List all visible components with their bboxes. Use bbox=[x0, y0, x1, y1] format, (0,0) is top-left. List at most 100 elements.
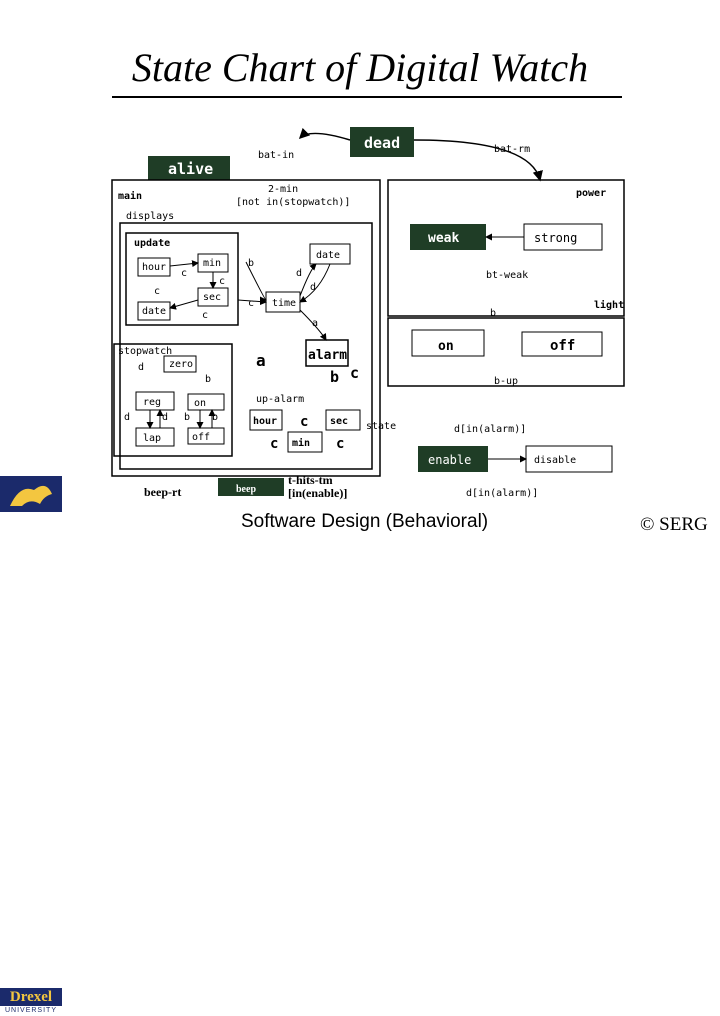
state-stopwatch bbox=[113, 343, 233, 457]
logo-subtitle: UNIVERSITY bbox=[0, 1006, 62, 1016]
transition-d1 bbox=[299, 263, 317, 297]
label-b-up: b-up bbox=[494, 376, 518, 387]
state-main-label: main bbox=[118, 190, 142, 202]
state-date bbox=[137, 301, 171, 321]
title-underline bbox=[112, 96, 622, 98]
label-c4: c bbox=[202, 310, 208, 321]
state-reg bbox=[135, 391, 175, 411]
label-b-light: b bbox=[490, 308, 496, 319]
state-enable-label: enable bbox=[428, 453, 471, 467]
transition-bat-rm bbox=[413, 139, 543, 182]
transition-sec-date bbox=[169, 299, 199, 310]
label-al-c1: c bbox=[300, 414, 308, 430]
state-enable bbox=[418, 446, 488, 472]
statechart-diagram: dead bat-in bat-rm alive main 2-min [not… bbox=[111, 127, 625, 500]
state-off bbox=[521, 331, 603, 357]
label-t-hits: t-hits-tm bbox=[288, 473, 333, 487]
state-update bbox=[125, 232, 239, 326]
drexel-logo: Drexel UNIVERSITY bbox=[0, 476, 62, 1016]
label-d2: d bbox=[310, 282, 316, 293]
label-c5: c bbox=[248, 298, 254, 309]
state-main bbox=[111, 179, 381, 477]
state-sw-on-label: on bbox=[194, 398, 206, 409]
slide-title: State Chart of Digital Watch bbox=[131, 45, 589, 90]
label-bat-rm: bat-rm bbox=[494, 144, 530, 155]
state-date-display-label: date bbox=[316, 250, 340, 261]
state-alive bbox=[148, 156, 230, 180]
label-sw-b: b bbox=[205, 374, 211, 385]
state-time-label: time bbox=[272, 298, 296, 309]
state-stopwatch-label: stopwatch bbox=[118, 346, 172, 357]
label-d3: d bbox=[124, 412, 130, 423]
state-light-label: light bbox=[594, 299, 624, 311]
state-al-sec bbox=[325, 409, 361, 431]
logo-name: Drexel bbox=[0, 988, 62, 1006]
label-a-big: a bbox=[256, 351, 266, 370]
state-light bbox=[387, 317, 625, 387]
state-dead-label: dead bbox=[364, 134, 400, 152]
state-hour-label: hour bbox=[142, 262, 166, 273]
label-2-min: 2-min bbox=[268, 184, 298, 195]
state-al-hour-label: hour bbox=[253, 416, 277, 427]
label-al-c3: c bbox=[336, 436, 344, 452]
label-beep-rt: beep-rt bbox=[144, 485, 181, 499]
state-sw-off bbox=[187, 427, 225, 445]
label-b1: b bbox=[248, 258, 254, 269]
state-sw-on bbox=[187, 393, 225, 411]
label-bat-in: bat-in bbox=[258, 150, 294, 161]
state-alarm bbox=[305, 339, 349, 367]
state-power-label: power bbox=[576, 188, 606, 199]
label-in-enable: [in(enable)] bbox=[288, 486, 347, 500]
transition-d2 bbox=[299, 263, 331, 303]
label-b-big: b bbox=[330, 368, 339, 386]
state-off-label: off bbox=[550, 338, 575, 354]
label-sw-d: d bbox=[138, 362, 144, 373]
state-alarm-label: alarm bbox=[308, 348, 347, 363]
label-b3: b bbox=[184, 412, 190, 423]
label-d4: d bbox=[162, 412, 168, 423]
state-date-label: date bbox=[142, 306, 166, 317]
state-displays bbox=[119, 222, 373, 470]
state-al-hour bbox=[249, 409, 283, 431]
copyright: © SERG bbox=[640, 514, 708, 535]
label-d-in-alarm-1: d[in(alarm)] bbox=[454, 424, 526, 435]
state-beep bbox=[218, 478, 284, 496]
state-weak-label: weak bbox=[428, 231, 459, 246]
state-zero bbox=[163, 355, 197, 373]
label-d-in-alarm-2: d[in(alarm)] bbox=[466, 488, 538, 499]
label-a1: a bbox=[312, 318, 318, 329]
label-c2: c bbox=[219, 276, 225, 287]
state-on-label: on bbox=[438, 339, 454, 354]
state-beep-label: beep bbox=[236, 484, 256, 495]
state-on bbox=[411, 329, 485, 357]
state-alive-label: alive bbox=[168, 160, 213, 178]
state-hour bbox=[137, 257, 171, 277]
state-weak bbox=[410, 224, 486, 250]
label-d1: d bbox=[296, 268, 302, 279]
state-lap-label: lap bbox=[143, 433, 161, 444]
state-strong-label: strong bbox=[534, 231, 577, 245]
label-al-c2: c bbox=[270, 436, 278, 452]
dragon-icon bbox=[0, 476, 62, 512]
state-reg-label: reg bbox=[143, 397, 161, 408]
label-c1: c bbox=[181, 268, 187, 279]
state-min-label: min bbox=[203, 258, 221, 269]
state-al-min-label: min bbox=[292, 437, 310, 449]
state-lap bbox=[135, 427, 175, 447]
label-b4: b bbox=[212, 412, 218, 423]
state-power bbox=[387, 179, 625, 317]
state-update-label: update bbox=[134, 238, 170, 249]
state-displays-label: displays bbox=[126, 211, 174, 222]
label-c-big: c bbox=[350, 364, 359, 382]
transition-a1 bbox=[299, 309, 327, 341]
transition-c5 bbox=[237, 298, 267, 306]
transition-hour-min bbox=[169, 260, 199, 268]
transition-bat-in bbox=[298, 127, 351, 141]
label-up-alarm: up-alarm bbox=[256, 394, 304, 405]
label-not-in-stopwatch: [not in(stopwatch)] bbox=[236, 197, 350, 208]
state-sw-off-label: off bbox=[192, 432, 210, 443]
label-c3: c bbox=[154, 286, 160, 297]
footer-text: Software Design (Behavioral) bbox=[241, 511, 489, 532]
label-bt-weak: bt-weak bbox=[486, 270, 528, 281]
state-disable-label: disable bbox=[534, 455, 576, 466]
